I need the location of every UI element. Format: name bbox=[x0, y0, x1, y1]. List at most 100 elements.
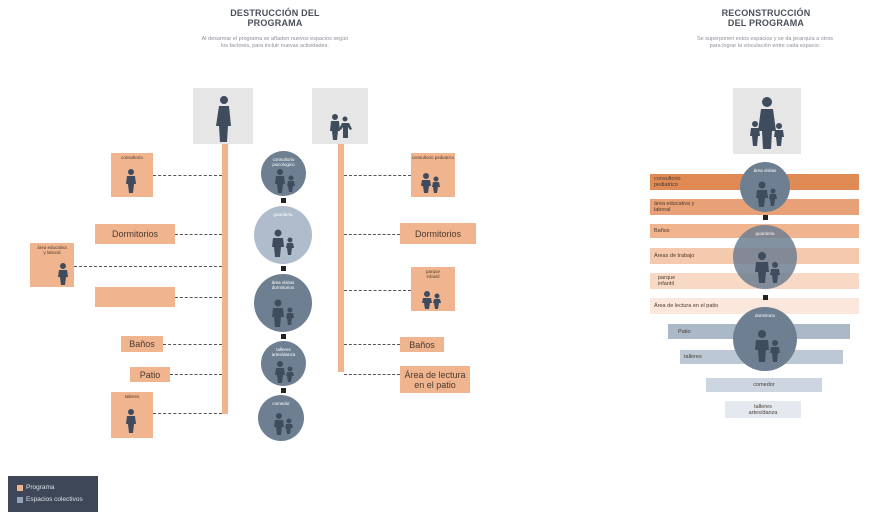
connector-line bbox=[344, 234, 400, 235]
family-icon bbox=[755, 252, 780, 283]
chain-link bbox=[281, 266, 286, 271]
family-group-icon bbox=[750, 97, 784, 149]
band-comedor-label: comedor bbox=[753, 382, 775, 388]
right-title-line2: DEL PROGRAMA bbox=[727, 18, 805, 28]
right-title-line1: RECONSTRUCCIÓN bbox=[721, 8, 811, 18]
right-title: RECONSTRUCCIÓN DEL PROGRAMA bbox=[706, 8, 826, 28]
legend-swatch-programa bbox=[17, 484, 23, 491]
box-consultorio-label: consultorio bbox=[121, 155, 143, 160]
connector-line bbox=[175, 234, 222, 235]
band-patio-label: Patio bbox=[678, 328, 691, 335]
family-icon bbox=[274, 413, 293, 435]
band-area-lectura-label: Área de lectura en el patio bbox=[654, 303, 719, 309]
circle-area-visitas-right: área visitas bbox=[740, 162, 790, 212]
circle-talleres-label: talleres artes/danza bbox=[271, 347, 296, 357]
box-banos-left: Baños bbox=[121, 336, 163, 352]
chain-link bbox=[281, 388, 286, 393]
person-icon bbox=[126, 169, 136, 193]
connector-line bbox=[153, 413, 222, 414]
connector-line bbox=[74, 266, 222, 267]
box-area-educativa-label: área educativa y laboral bbox=[37, 245, 67, 255]
left-subtitle-line1: Al desarmar el programa se añaden nuevos… bbox=[201, 36, 349, 42]
circle-dormitorio-right-label: dormitorio bbox=[754, 313, 775, 318]
box-empty bbox=[95, 287, 175, 307]
family-image bbox=[733, 88, 801, 154]
children-icon bbox=[421, 173, 440, 193]
left-subtitle: Al desarmar el programa se añaden nuevos… bbox=[170, 36, 380, 50]
connector-line bbox=[153, 175, 222, 176]
chain-link bbox=[763, 295, 768, 300]
family-icon bbox=[272, 299, 294, 327]
box-patio-label: Patio bbox=[139, 369, 161, 380]
left-subtitle-line2: los factores, para incluir nuevas activi… bbox=[221, 43, 329, 49]
chain-link bbox=[763, 215, 768, 220]
family-icon bbox=[272, 229, 294, 257]
family-icon bbox=[756, 181, 777, 207]
box-dormitorios-left-label: Dormitorios bbox=[111, 229, 158, 239]
left-title: DESTRUCCIÓN DEL PROGRAMA bbox=[215, 8, 335, 28]
family-icon bbox=[275, 361, 294, 383]
box-consultorio-pediatrico: consultorio pediatrico bbox=[411, 153, 455, 197]
family-icon bbox=[755, 330, 780, 362]
children-figure-image bbox=[312, 88, 368, 144]
right-program-bar bbox=[338, 144, 344, 372]
legend-swatch-colectivos bbox=[17, 496, 23, 503]
adult-figure-image bbox=[193, 88, 253, 144]
band-consultorio-pediatrico-label: consultorio pediatrico bbox=[654, 176, 681, 188]
person-icon bbox=[126, 409, 136, 433]
person-icon bbox=[58, 263, 68, 285]
circle-consultorio-psicologico-label: consultorio psicologico bbox=[272, 157, 295, 167]
connector-line bbox=[344, 344, 400, 345]
band-talleres-label: talleres bbox=[684, 354, 702, 360]
band-area-lectura: Área de lectura en el patio bbox=[650, 298, 859, 314]
circle-area-visitas-right-label: área visitas bbox=[753, 168, 777, 173]
band-area-educativa-label: área educativa y laboral bbox=[654, 201, 695, 213]
band-comedor: comedor bbox=[706, 378, 822, 392]
right-subtitle-line2: para lograr la vinculación entre cada es… bbox=[709, 43, 821, 49]
band-banos-label: Baños bbox=[654, 228, 670, 234]
connector-line bbox=[344, 290, 411, 291]
circle-area-visitas-label: área visitas dormitorios bbox=[271, 280, 295, 290]
box-banos-left-label: Baños bbox=[129, 339, 155, 349]
connector-line bbox=[163, 344, 222, 345]
box-banos-right: Baños bbox=[400, 337, 444, 352]
circle-area-visitas: área visitas dormitorios bbox=[254, 274, 312, 332]
left-title-line2: PROGRAMA bbox=[247, 18, 303, 28]
connector-line bbox=[344, 175, 411, 176]
connector-line bbox=[175, 297, 222, 298]
legend-item-programa: Programa bbox=[17, 484, 55, 491]
box-banos-right-label: Baños bbox=[409, 339, 435, 350]
box-parque-infantil-label: parque infantil bbox=[425, 269, 440, 279]
circle-guarderia-label: guarderia bbox=[273, 212, 293, 217]
left-program-bar bbox=[222, 144, 228, 414]
box-patio: Patio bbox=[130, 367, 170, 382]
box-talleres-label: talleres bbox=[124, 394, 140, 399]
legend-label-programa: Programa bbox=[26, 484, 55, 491]
family-icon bbox=[275, 169, 295, 193]
right-subtitle: Se superponen estos espacios y se da jer… bbox=[660, 36, 870, 50]
connector-line bbox=[170, 374, 222, 375]
band-areas-trabajo-label: Áreas de trabajo bbox=[654, 253, 695, 259]
chain-link bbox=[281, 334, 286, 339]
connector-line bbox=[344, 374, 400, 375]
box-area-lectura: Área de lectura en el patio bbox=[400, 366, 470, 393]
band-parque-infantil-label: parque infantil bbox=[658, 275, 676, 287]
circle-talleres: talleres artes/danza bbox=[261, 341, 306, 386]
circle-consultorio-psicologico: consultorio psicologico bbox=[261, 151, 306, 196]
legend: Programa Espacios colectivos bbox=[8, 476, 98, 512]
box-dormitorios-right-label: Dormitorios bbox=[414, 228, 461, 239]
box-dormitorios-left: Dormitorios bbox=[95, 224, 175, 244]
legend-item-colectivos: Espacios colectivos bbox=[17, 496, 83, 503]
box-area-educativa: área educativa y laboral bbox=[30, 243, 74, 287]
children-figure-icon bbox=[330, 114, 352, 140]
circle-guarderia: guarderia bbox=[254, 206, 312, 264]
box-parque-infantil: parque infantil bbox=[411, 267, 455, 311]
box-dormitorios-right: Dormitorios bbox=[400, 223, 476, 244]
box-area-lectura-label: Área de lectura en el patio bbox=[404, 369, 466, 390]
circle-guarderia-right-label: guarderia bbox=[755, 231, 775, 236]
adult-figure-icon bbox=[216, 96, 231, 142]
legend-label-colectivos: Espacios colectivos bbox=[26, 496, 83, 503]
chain-link bbox=[281, 198, 286, 203]
box-consultorio-pediatrico-label: consultorio pediatrico bbox=[411, 155, 455, 160]
band-talleres-artes: talleres artes/danza bbox=[725, 401, 801, 418]
